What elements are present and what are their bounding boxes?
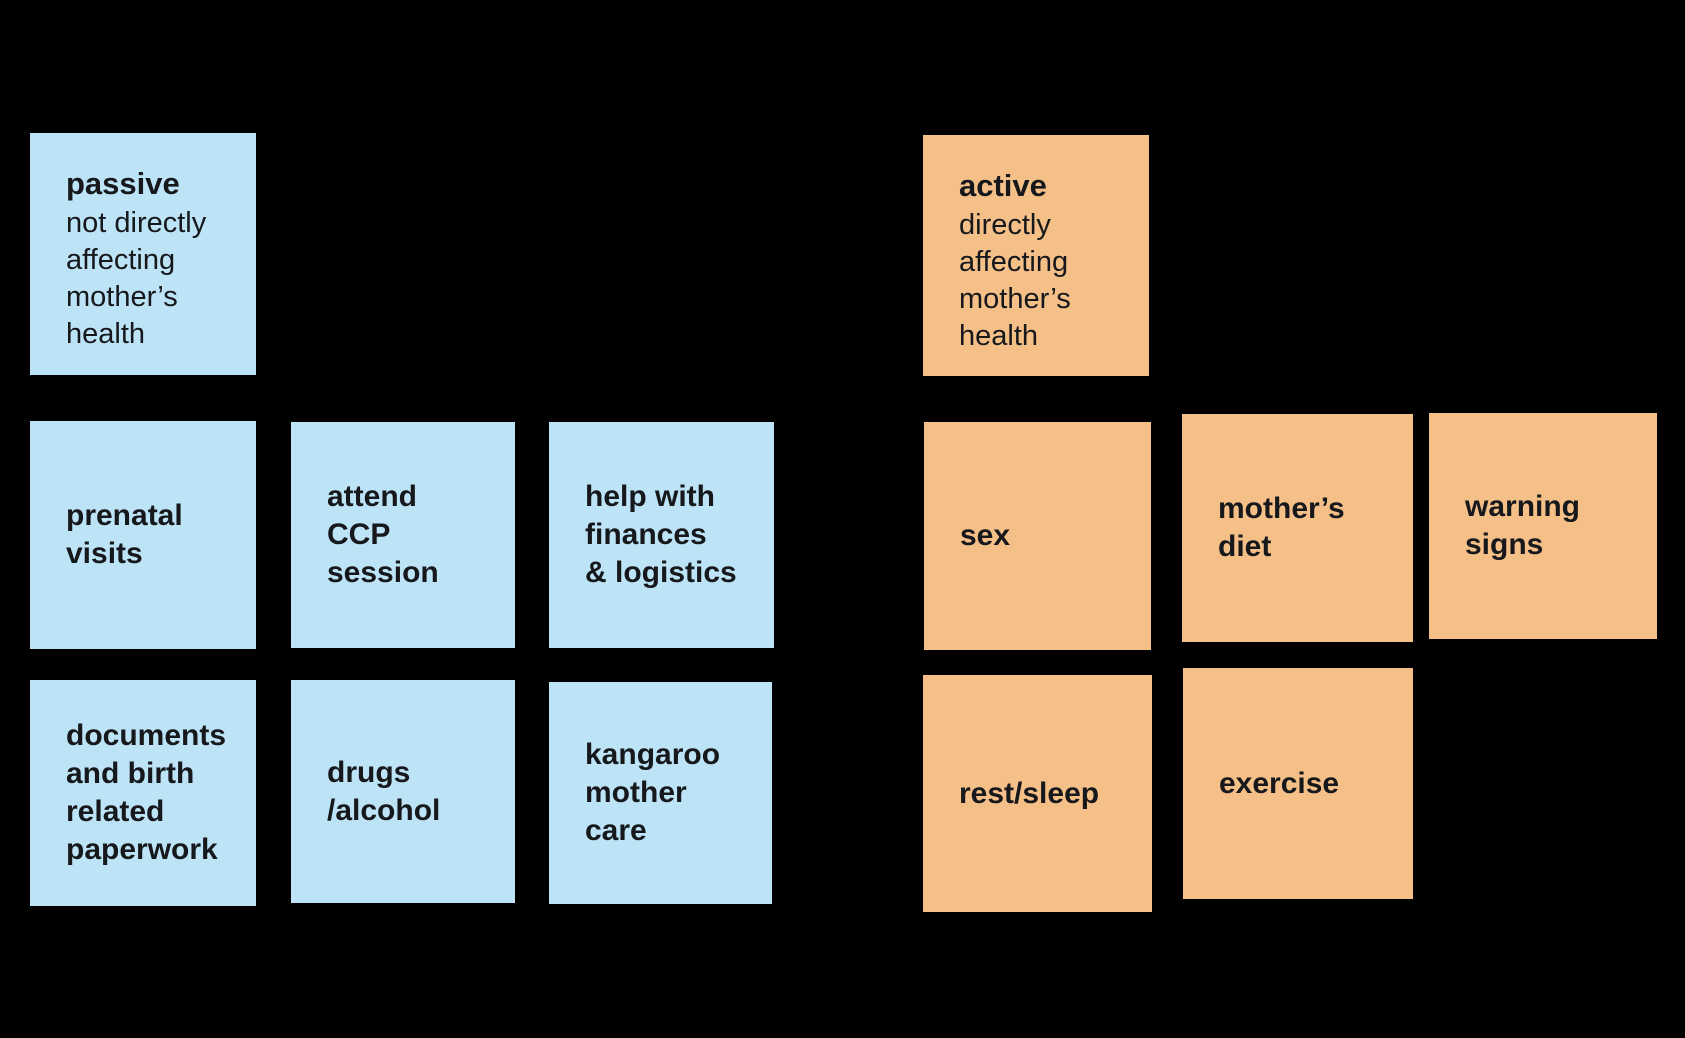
note-label: kangaroo mother care: [585, 738, 721, 847]
note-label: prenatal visits: [66, 499, 183, 570]
passive-group-title: passive: [66, 166, 180, 201]
note-label: sex: [960, 519, 1011, 552]
sticky-note-kangaroo-mother-care[interactable]: kangaroo mother care: [549, 682, 772, 904]
active-group-title: active: [959, 168, 1047, 203]
note-label: exercise: [1219, 766, 1340, 800]
note-label: warning signs: [1465, 490, 1581, 561]
sticky-note-help-with-finances-logistics[interactable]: help with finances & logistics: [549, 422, 774, 648]
sticky-note-passive-header[interactable]: passive not directly affecting mother’s …: [30, 133, 256, 375]
sticky-note-rest-sleep[interactable]: rest/sleep: [923, 675, 1152, 912]
sticky-note-attend-ccp-session[interactable]: attend CCP session: [291, 422, 515, 648]
sticky-note-warning-signs[interactable]: warning signs: [1429, 413, 1657, 639]
sticky-note-drugs-alcohol[interactable]: drugs /alcohol: [291, 680, 515, 903]
active-group-description: directly affecting mother’s health: [959, 209, 1071, 352]
note-label: documents and birth related paperwork: [66, 719, 227, 866]
note-label: help with finances & logistics: [585, 480, 737, 589]
passive-group-description: not directly affecting mother’s health: [66, 207, 207, 350]
note-label: drugs /alcohol: [327, 755, 441, 827]
sticky-note-active-header[interactable]: active directly affecting mother’s healt…: [923, 135, 1149, 376]
sticky-note-sex[interactable]: sex: [924, 422, 1151, 650]
note-label: mother’s diet: [1218, 492, 1345, 563]
note-label: rest/sleep: [959, 776, 1100, 810]
note-label: attend CCP session: [327, 480, 439, 589]
sticky-note-exercise[interactable]: exercise: [1183, 668, 1413, 899]
sticky-note-prenatal-visits[interactable]: prenatal visits: [30, 421, 256, 649]
sticky-note-documents-birth-paperwork[interactable]: documents and birth related paperwork: [30, 680, 256, 906]
sticky-note-mothers-diet[interactable]: mother’s diet: [1182, 414, 1413, 642]
